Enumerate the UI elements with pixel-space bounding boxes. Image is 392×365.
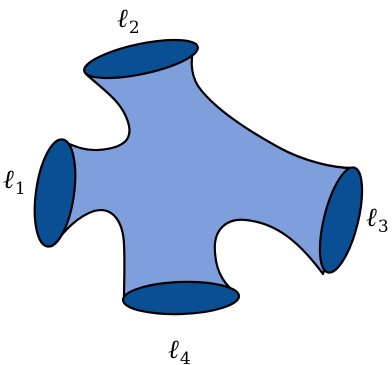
label-l2-subscript: 2 bbox=[128, 18, 140, 38]
label-l3-symbol: ℓ bbox=[366, 203, 377, 233]
boundary-l1 bbox=[33, 138, 77, 248]
label-l3-subscript: 3 bbox=[377, 217, 389, 237]
label-l3: ℓ3 bbox=[366, 203, 389, 236]
boundary-l4 bbox=[121, 280, 241, 316]
label-l4-subscript: 4 bbox=[179, 349, 191, 365]
label-l2: ℓ2 bbox=[117, 4, 140, 37]
label-l2-symbol: ℓ bbox=[117, 4, 128, 34]
label-l1-subscript: 1 bbox=[14, 179, 26, 199]
label-l4-symbol: ℓ bbox=[168, 335, 179, 365]
label-l1-symbol: ℓ bbox=[3, 165, 14, 195]
label-l4: ℓ4 bbox=[168, 335, 191, 365]
boundary-l2 bbox=[83, 38, 199, 80]
boundary-l3 bbox=[318, 166, 364, 274]
surface-body bbox=[50, 42, 354, 301]
label-l1: ℓ1 bbox=[3, 165, 26, 198]
